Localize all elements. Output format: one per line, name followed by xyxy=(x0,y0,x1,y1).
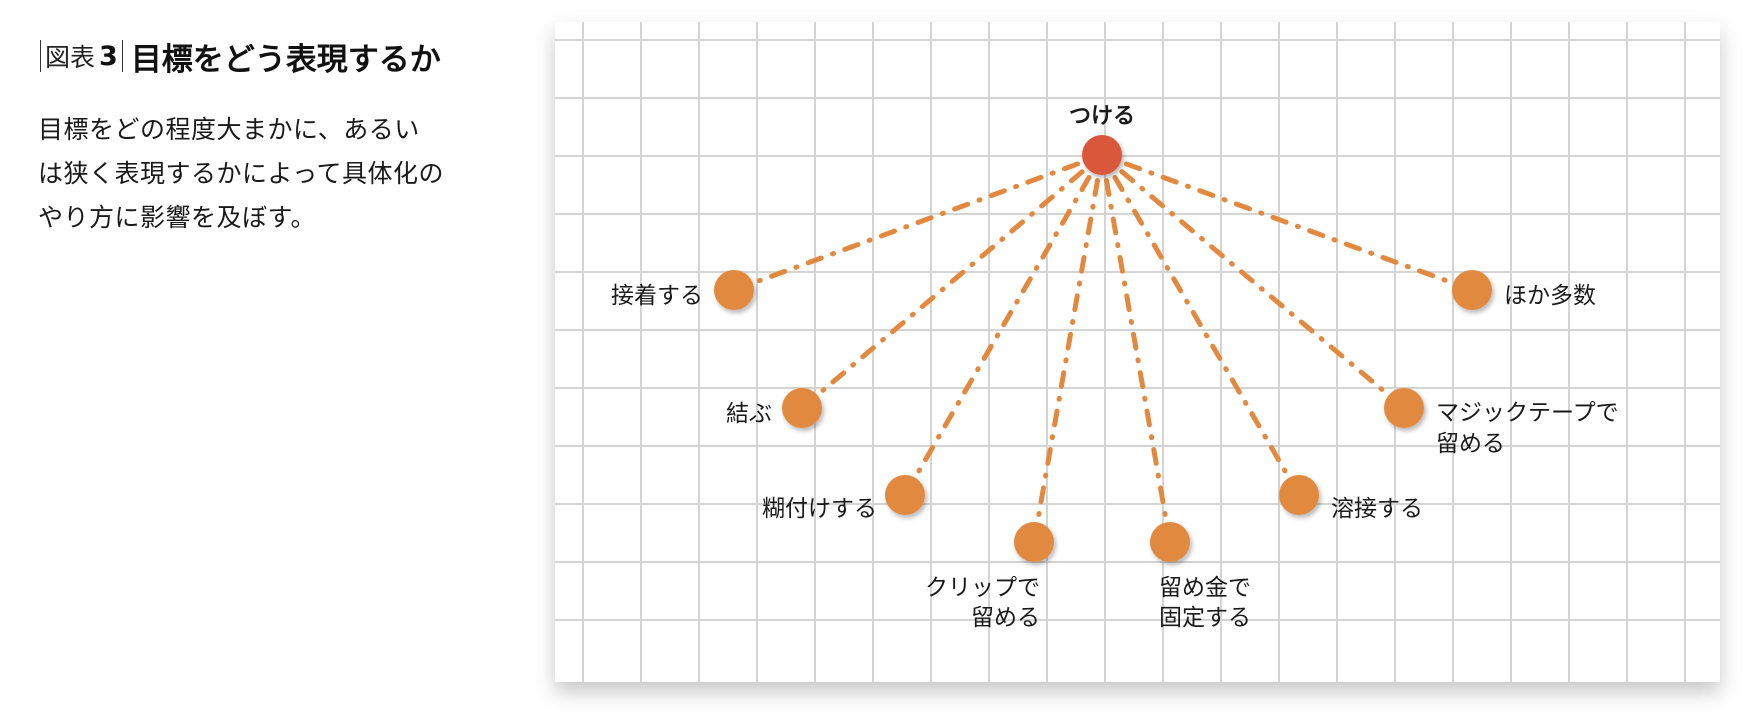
figure-title: 目標をどう表現するか xyxy=(130,41,441,78)
figure-description: 目標をどの程度大まかに、あるい は狭く表現するかによって具体化の やり方に影響を… xyxy=(38,108,508,240)
figure-label: 図表 xyxy=(45,43,96,72)
label-tie: 結ぶ xyxy=(726,401,772,427)
label-paste: 糊付けする xyxy=(762,496,877,522)
description-line: 目標をどの程度大まかに、あるい xyxy=(38,115,420,144)
label-clip: 留める xyxy=(971,605,1040,631)
node-velcro xyxy=(1384,388,1424,428)
heading-separator xyxy=(121,40,123,72)
node-glue xyxy=(714,270,754,310)
node-paste xyxy=(885,475,925,515)
label-clasp: 留め金で xyxy=(1159,575,1251,601)
label-many-others: ほか多数 xyxy=(1504,283,1596,309)
description-line: やり方に影響を及ぼす。 xyxy=(38,203,317,232)
heading-separator xyxy=(40,40,41,72)
grid-panel xyxy=(555,22,1720,682)
node-weld xyxy=(1279,475,1319,515)
figure-heading: 図表 3 目標をどう表現するか xyxy=(40,36,441,78)
label-velcro: マジックテープで xyxy=(1436,400,1619,426)
node-many-others xyxy=(1452,270,1492,310)
node-clasp xyxy=(1150,522,1190,562)
description-line: は狭く表現するかによって具体化の xyxy=(38,159,445,188)
node-clip xyxy=(1014,522,1054,562)
node-tie xyxy=(782,388,822,428)
label-glue: 接着する xyxy=(611,283,703,309)
label-root: つける xyxy=(1069,104,1135,129)
label-clip: クリップで xyxy=(925,575,1040,601)
figure-number: 3 xyxy=(99,40,118,72)
label-weld: 溶接する xyxy=(1331,496,1423,522)
label-clasp: 固定する xyxy=(1159,605,1251,631)
node-labels: つける接着する結ぶ糊付けするクリップで留める留め金で固定する溶接するマジックテー… xyxy=(611,104,1619,631)
label-velcro: 留める xyxy=(1436,431,1505,457)
root-node xyxy=(1082,135,1122,175)
diagram-nodes xyxy=(714,135,1492,562)
